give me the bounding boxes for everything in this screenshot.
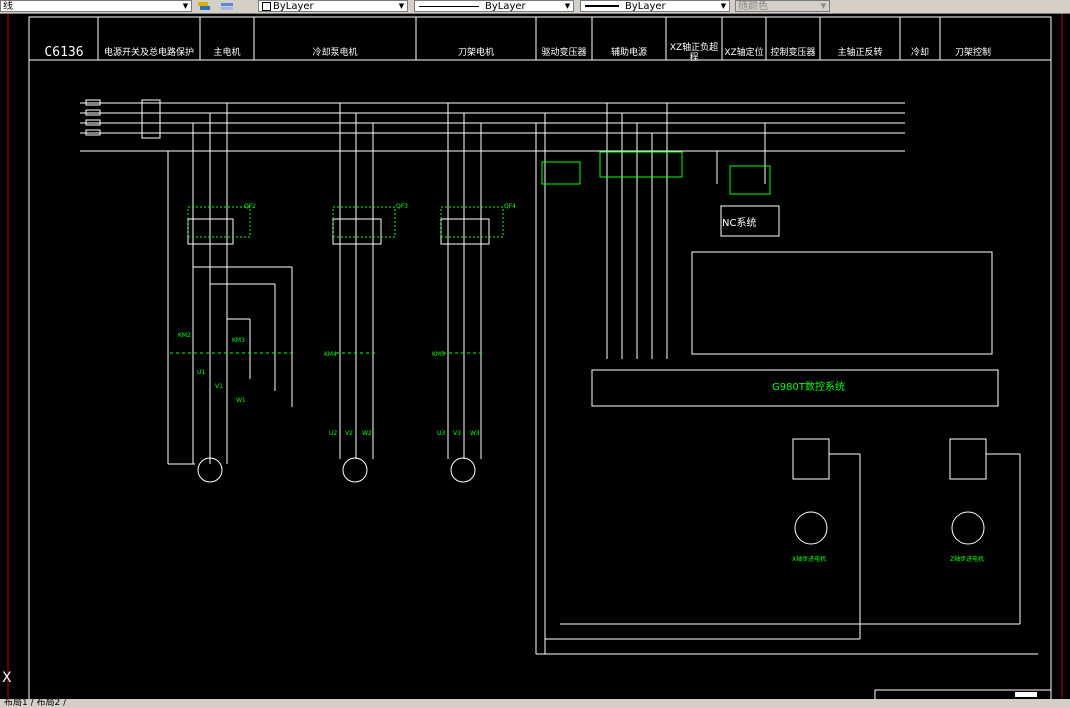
km4-label: KM4 <box>324 351 337 358</box>
schematic-drawing <box>7 14 1063 700</box>
lineweight-dropdown-value: ByLayer <box>625 1 666 12</box>
v2-label: V2 <box>345 430 353 437</box>
layer-state-icon[interactable] <box>195 0 215 12</box>
chevron-down-icon: ▼ <box>564 2 571 10</box>
chevron-down-icon: ▼ <box>182 2 189 10</box>
header-col-3: 刀架电机 <box>457 48 494 58</box>
z-stepper-label: Z轴步进电机 <box>950 556 985 563</box>
linetype-preview-icon <box>419 6 479 7</box>
header-col-9: 主轴正反转 <box>837 48 883 58</box>
ucs-icon: X <box>2 670 12 686</box>
plotstyle-dropdown-value: 随颜色 <box>738 1 768 12</box>
header-col-7: XZ轴定位 <box>724 48 764 58</box>
header-col-8: 控制变压器 <box>770 48 816 58</box>
header-col-2: 冷却泵电机 <box>312 48 358 58</box>
km3-label: KM3 <box>232 337 245 344</box>
nc-box-label: NC系统 <box>722 218 757 229</box>
header-col-1: 主电机 <box>213 48 241 58</box>
header-col-6: XZ轴正负超程 <box>669 43 719 63</box>
controller-label: G980T数控系统 <box>772 382 845 393</box>
header-col-11: 刀架控制 <box>954 48 991 58</box>
header-col-0: 电源开关及总电路保护 <box>103 48 194 58</box>
qf4-label: QF4 <box>504 203 516 210</box>
km5-label: KM5 <box>432 351 445 358</box>
layer-dropdown-value: 线 <box>3 1 13 12</box>
w2-label: W2 <box>362 430 372 437</box>
v3-label: V3 <box>453 430 461 437</box>
w1-label: W1 <box>236 397 246 404</box>
drawing-canvas[interactable]: C6136 电源开关及总电路保护 主电机 冷却泵电机 刀架电机 驱动变压器 辅助… <box>0 14 1070 700</box>
layer-previous-icon[interactable] <box>218 0 238 12</box>
layout-tabs-bar: 布局1 / 布局2 / <box>0 699 1070 708</box>
model-label: C6136 <box>44 45 84 60</box>
header-col-10: 冷却 <box>910 48 929 58</box>
header-col-5: 辅助电源 <box>610 48 647 58</box>
properties-toolbar: 线 ▼ ByLayer ▼ ByLayer ▼ ByLayer ▼ 随颜色 ▼ <box>0 0 1070 14</box>
linetype-dropdown[interactable]: ByLayer ▼ <box>414 0 574 12</box>
v1-label: V1 <box>215 383 223 390</box>
color-dropdown[interactable]: ByLayer ▼ <box>258 0 408 12</box>
linetype-dropdown-value: ByLayer <box>485 1 526 12</box>
color-swatch-icon <box>262 2 271 11</box>
qf2-label: QF2 <box>244 203 256 210</box>
header-col-4: 驱动变压器 <box>541 48 587 58</box>
km2-label: KM2 <box>178 332 191 339</box>
w3-label: W3 <box>470 430 480 437</box>
plotstyle-dropdown: 随颜色 ▼ <box>735 0 830 12</box>
qf3-label: QF3 <box>396 203 408 210</box>
lineweight-preview-icon <box>585 5 619 7</box>
u3-label: U3 <box>437 430 446 437</box>
chevron-down-icon: ▼ <box>398 2 405 10</box>
chevron-down-icon: ▼ <box>820 2 827 10</box>
chevron-down-icon: ▼ <box>720 2 727 10</box>
u1-label: U1 <box>197 369 206 376</box>
x-stepper-label: X轴步进电机 <box>792 556 827 563</box>
layout-tabs[interactable]: 布局1 / 布局2 / <box>4 698 67 708</box>
layer-stack-icon <box>198 2 210 10</box>
layers-icon <box>221 3 233 10</box>
layer-dropdown[interactable]: 线 ▼ <box>0 0 192 12</box>
lineweight-dropdown[interactable]: ByLayer ▼ <box>580 0 730 12</box>
u2-label: U2 <box>329 430 338 437</box>
color-dropdown-value: ByLayer <box>273 1 314 12</box>
